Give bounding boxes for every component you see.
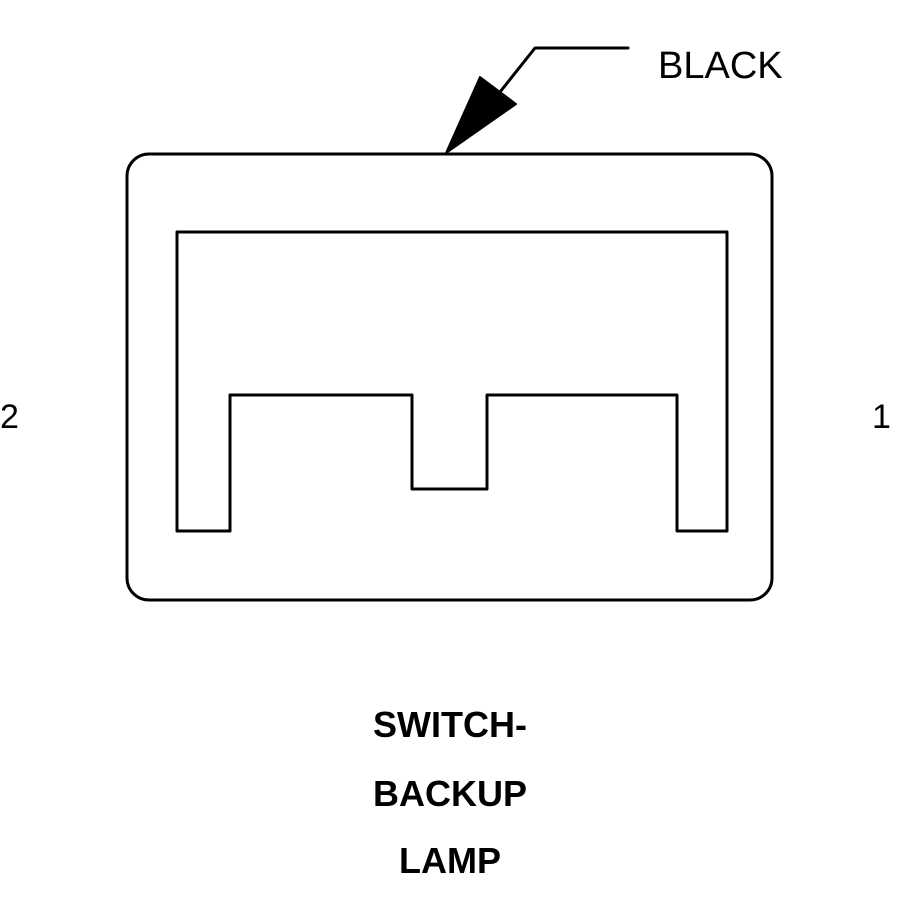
arrow-head-icon xyxy=(445,76,517,154)
pin-label-right: 1 xyxy=(872,398,891,436)
connector-cavity xyxy=(175,230,729,533)
wire-color-label: BLACK xyxy=(658,45,783,87)
component-title-line-3: LAMP xyxy=(399,840,501,881)
pin-label-left: 2 xyxy=(0,398,19,436)
connector-housing xyxy=(125,152,774,602)
component-title-line-2: BACKUP xyxy=(373,773,527,814)
leader-line xyxy=(498,46,630,94)
component-title-line-1: SWITCH- xyxy=(373,704,527,745)
